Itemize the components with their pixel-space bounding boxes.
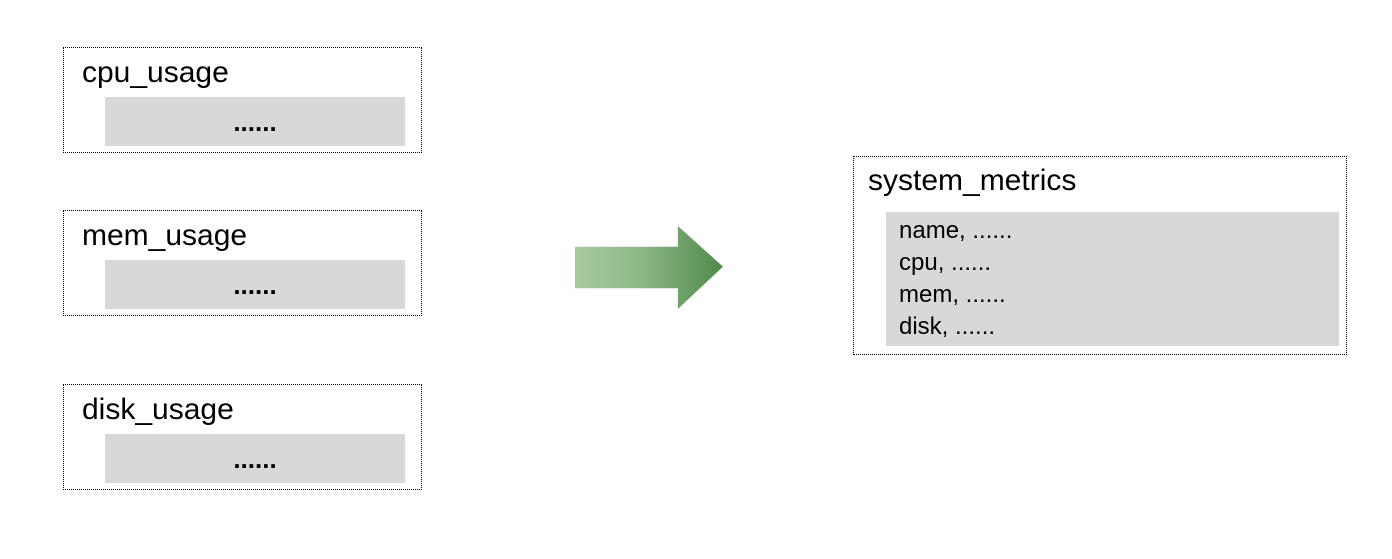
- result-box-system-metrics: system_metrics name, ...... cpu, ...... …: [853, 156, 1347, 355]
- result-box-title: system_metrics: [868, 164, 1077, 197]
- metric-row: cpu, ......: [899, 249, 992, 276]
- data-bar: ......: [105, 97, 405, 146]
- source-box-mem-usage: mem_usage ......: [63, 210, 422, 316]
- source-box-title: disk_usage: [82, 393, 234, 426]
- source-box-title: cpu_usage: [82, 56, 229, 89]
- metric-row: name, ......: [899, 217, 1013, 244]
- transform-right-arrow-icon: [575, 226, 723, 309]
- source-box-disk-usage: disk_usage ......: [63, 384, 422, 490]
- ellipsis-placeholder: ......: [233, 269, 277, 300]
- merged-data-bar: name, ...... cpu, ...... mem, ...... dis…: [886, 212, 1339, 346]
- data-bar: ......: [105, 434, 405, 483]
- data-bar: ......: [105, 260, 405, 309]
- ellipsis-placeholder: ......: [233, 443, 277, 474]
- source-box-cpu-usage: cpu_usage ......: [63, 47, 422, 153]
- metric-row: disk, ......: [899, 313, 996, 340]
- metric-row: mem, ......: [899, 281, 1006, 308]
- source-box-title: mem_usage: [82, 219, 248, 252]
- ellipsis-placeholder: ......: [233, 106, 277, 137]
